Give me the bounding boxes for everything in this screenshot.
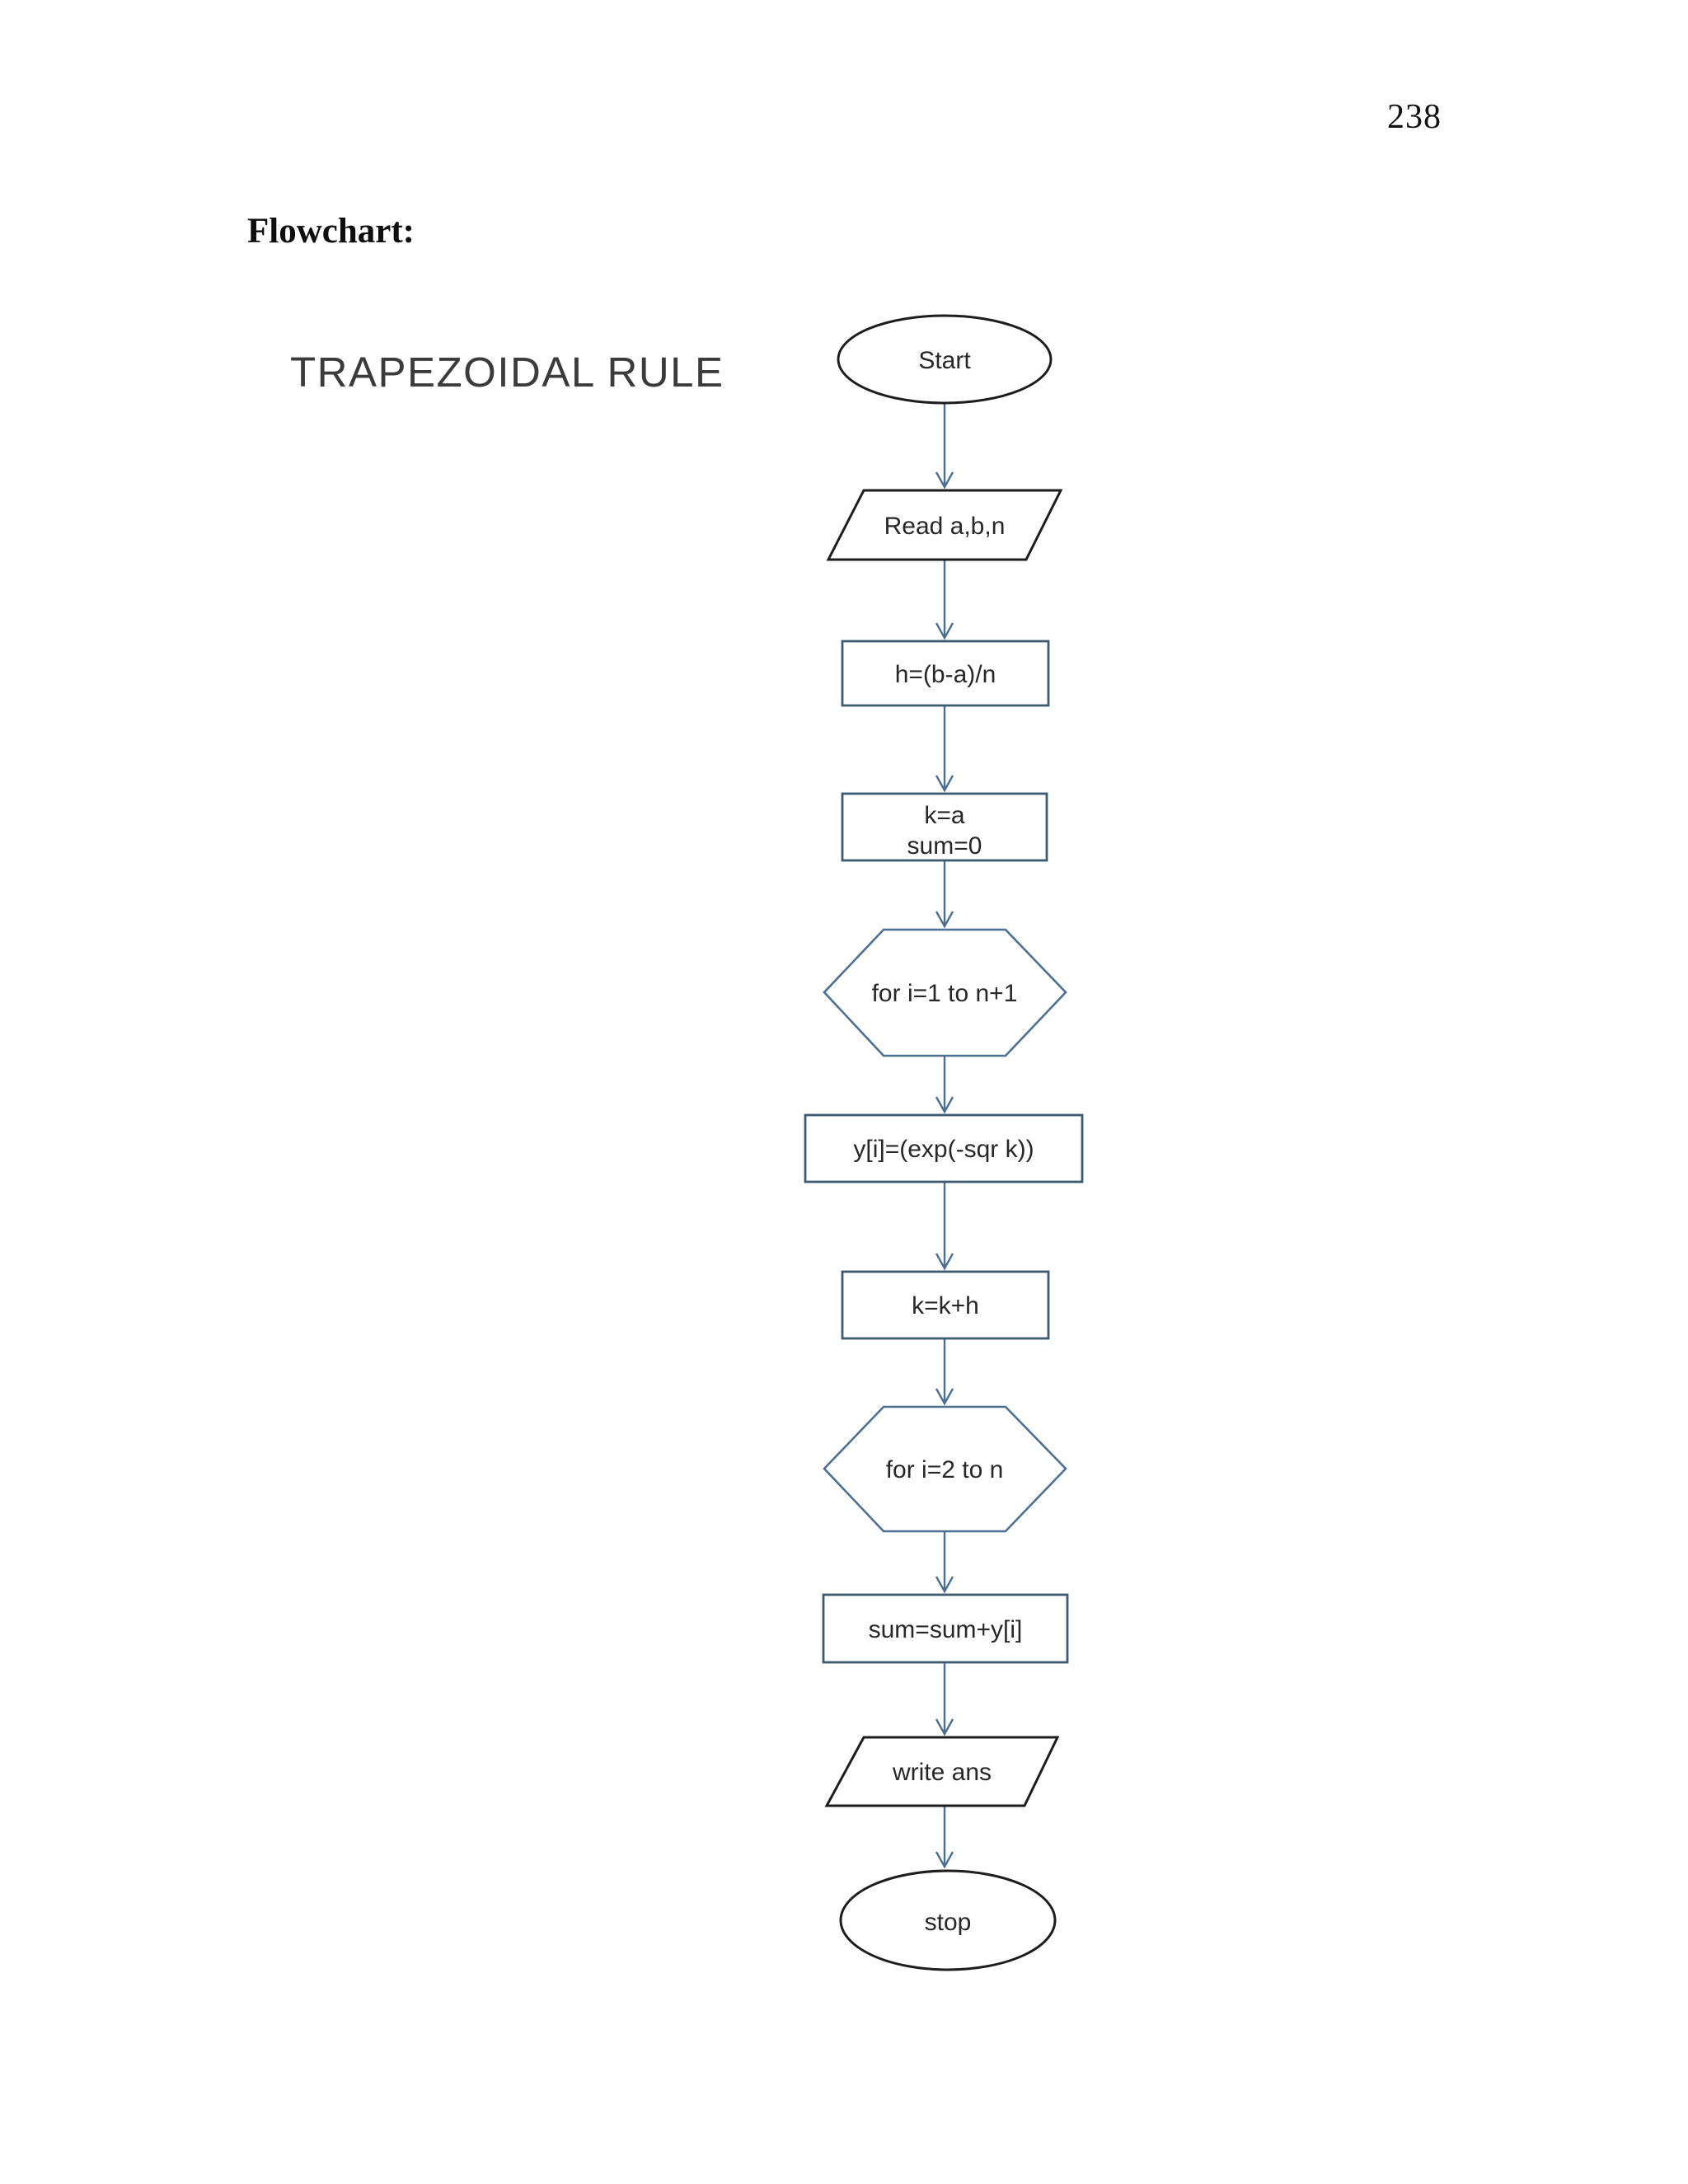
io-shape <box>824 1736 1060 1807</box>
arrowhead-icon <box>935 911 954 929</box>
terminator-shape <box>837 314 1053 405</box>
node-loop1-label: for i=1 to n+1 <box>872 980 1018 1007</box>
node-stop-label: stop <box>925 1909 972 1936</box>
arrow-h-init <box>935 705 954 793</box>
node-loop2-label: for i=2 to n <box>886 1456 1004 1483</box>
node-loop2: for i=2 to n <box>823 1405 1067 1533</box>
io-shape <box>826 489 1063 561</box>
arrow-sum-write <box>935 1663 954 1736</box>
arrow-init-loop1 <box>935 860 954 929</box>
terminator-shape <box>839 1869 1057 1971</box>
arrow-write-stop <box>935 1806 954 1869</box>
loop-shape <box>823 1405 1067 1533</box>
process-shape <box>841 1270 1050 1340</box>
process-shape <box>822 1593 1069 1664</box>
node-start: Start <box>837 314 1053 405</box>
node-step-h: h=(b-a)/n <box>841 640 1050 707</box>
arrowhead-icon <box>935 1253 954 1271</box>
node-sum: sum=sum+y[i] <box>822 1593 1069 1664</box>
node-init-label-line1: k=a <box>924 802 965 829</box>
process-shape <box>841 792 1048 862</box>
node-step-h-label: h=(b-a)/n <box>895 661 996 688</box>
arrowhead-icon <box>935 1388 954 1406</box>
node-calc-y-label: y[i]=(exp(-sqr k)) <box>853 1136 1034 1163</box>
node-read-label: Read a,b,n <box>884 513 1006 540</box>
node-step-k: k=k+h <box>841 1270 1050 1340</box>
arrow-loop2-sum <box>935 1532 954 1594</box>
node-init-label-line2: sum=0 <box>907 832 982 860</box>
flow-arrows <box>935 403 954 1869</box>
arrowhead-icon <box>935 1096 954 1114</box>
section-heading: Flowchart: <box>247 212 415 251</box>
node-loop1: for i=1 to n+1 <box>823 928 1067 1057</box>
arrowhead-icon <box>935 1576 954 1594</box>
node-write: write ans <box>824 1736 1060 1807</box>
process-shape <box>841 640 1050 707</box>
arrowhead-icon <box>935 471 954 490</box>
page-number: 238 <box>1387 98 1442 136</box>
node-sum-label: sum=sum+y[i] <box>869 1616 1023 1643</box>
node-init: k=a sum=0 <box>841 792 1048 862</box>
node-start-label: Start <box>918 347 971 374</box>
node-calc-y: y[i]=(exp(-sqr k)) <box>804 1113 1084 1183</box>
arrow-stepk-loop2 <box>935 1338 954 1406</box>
node-write-label: write ans <box>892 1759 992 1786</box>
arrowhead-icon <box>935 775 954 793</box>
node-read: Read a,b,n <box>826 489 1063 561</box>
arrow-read-h <box>935 560 954 640</box>
flowchart-title: TRAPEZOIDAL RULE <box>290 349 724 396</box>
loop-shape <box>823 928 1067 1057</box>
arrow-calcy-stepk <box>935 1182 954 1271</box>
arrowhead-icon <box>935 622 954 640</box>
arrowhead-icon <box>935 1718 954 1736</box>
node-step-k-label: k=k+h <box>912 1292 979 1319</box>
arrowhead-icon <box>935 1851 954 1869</box>
arrow-loop1-calcy <box>935 1056 954 1114</box>
arrow-start-read <box>935 403 954 490</box>
node-stop: stop <box>839 1869 1057 1971</box>
process-shape <box>804 1113 1084 1183</box>
